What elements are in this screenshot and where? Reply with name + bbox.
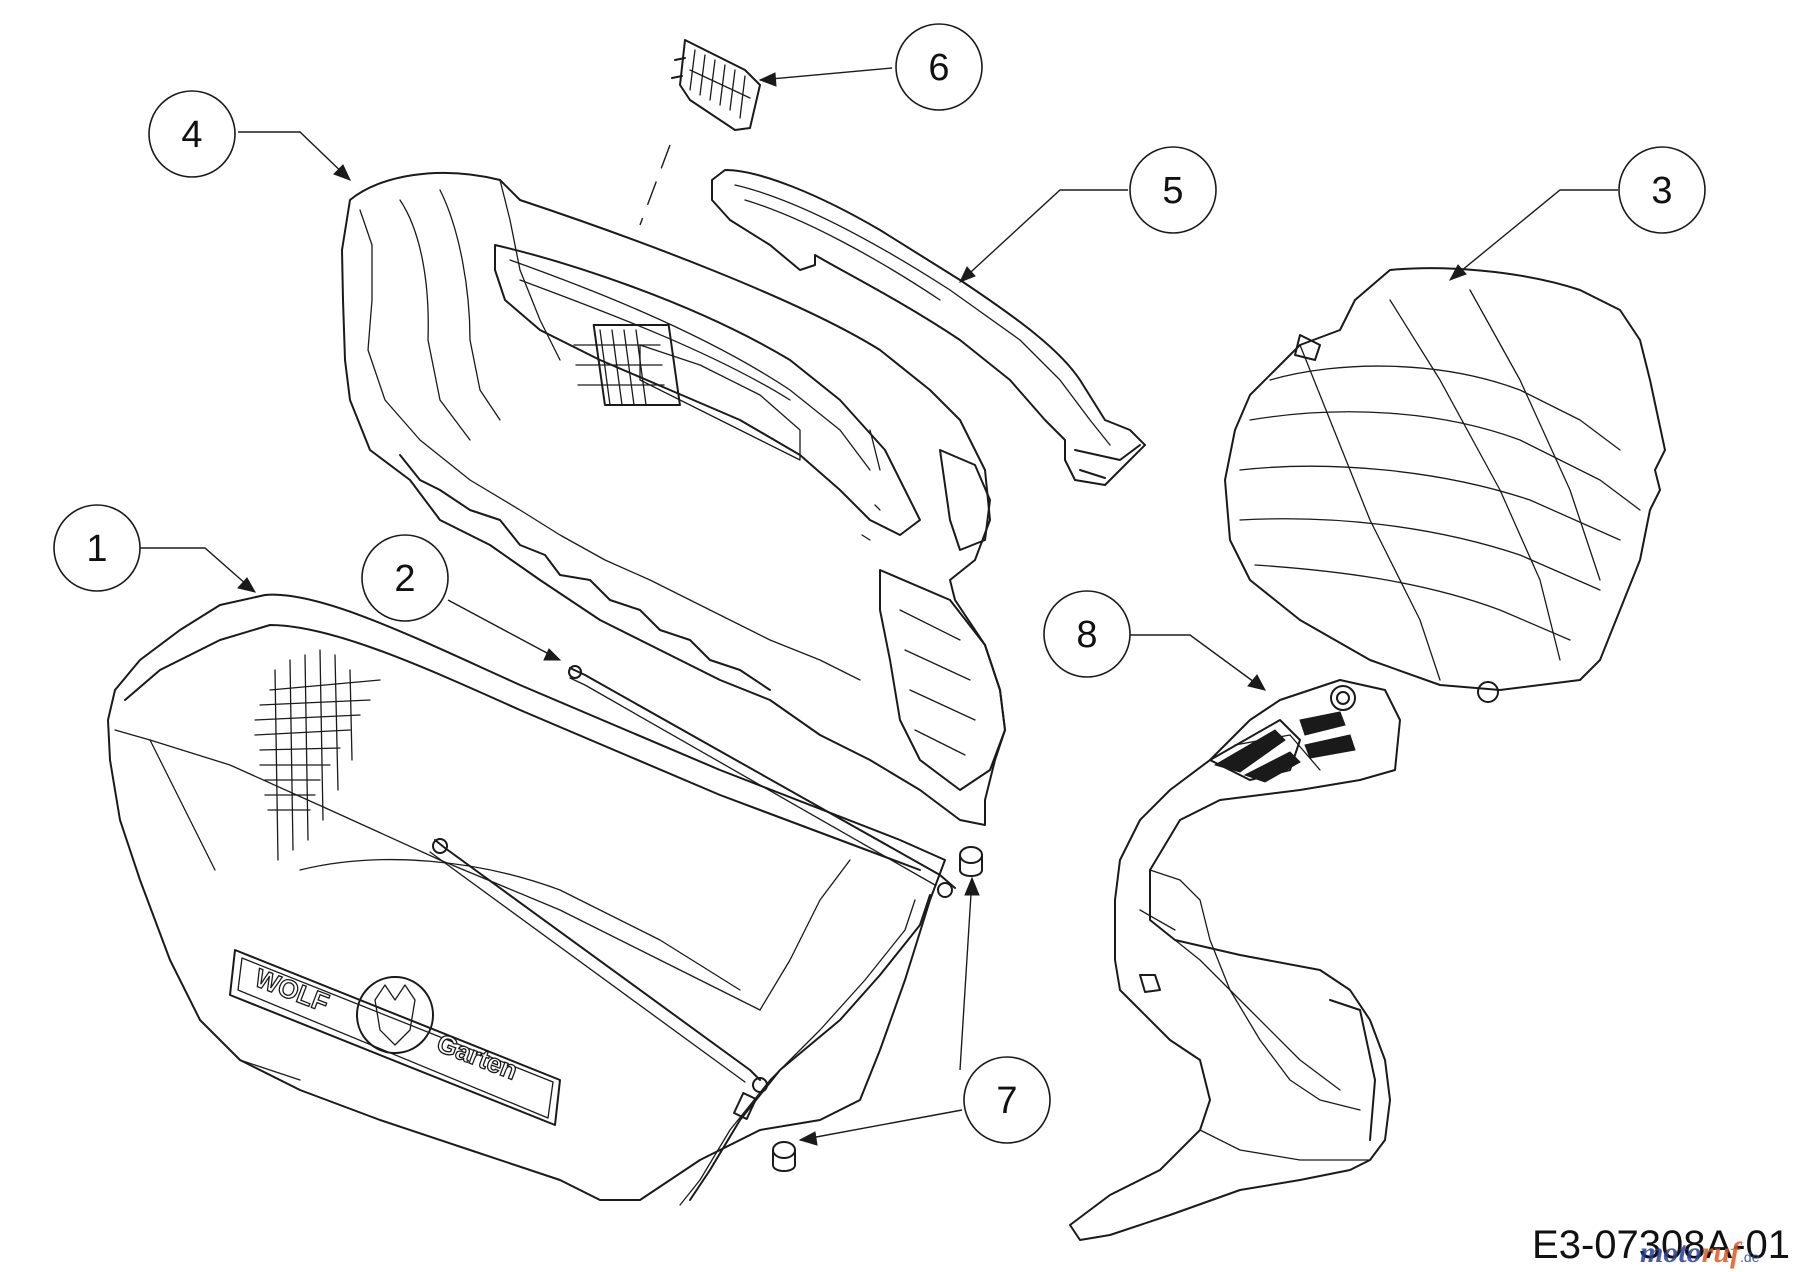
callout-label-4: 4: [181, 114, 202, 156]
part-8-deflector-chute: [1069, 679, 1401, 1241]
callout-label-2: 2: [394, 558, 415, 600]
callout-4: 4: [148, 90, 236, 178]
watermark-suffix: .de: [1740, 1249, 1760, 1265]
diagram-code: E3-07308A-01: [1532, 1223, 1790, 1267]
svg-text:motoruf.de: motoruf.de: [1640, 1236, 1760, 1269]
mesh-hatch: [254, 649, 381, 861]
dash-line-6: [639, 144, 671, 226]
part-3-rear-cover: [1224, 267, 1666, 703]
logo-word-wolf: WOLF: [251, 963, 333, 1018]
callout-3: 3: [1618, 146, 1706, 234]
callout-label-1: 1: [86, 528, 107, 570]
callout-1: 1: [53, 504, 141, 592]
vent-grid: [573, 324, 681, 406]
callout-label-5: 5: [1162, 170, 1183, 212]
callout-label-7: 7: [996, 1080, 1017, 1122]
leader-lines: [140, 67, 1618, 1146]
watermark-logo: motoruf.de: [1640, 1236, 1760, 1269]
bushing-lower: [772, 1141, 796, 1172]
part-1-catcher-bag: WOLF Garten: [107, 593, 946, 1201]
bushing-upper: [959, 846, 983, 877]
callout-8: 8: [1043, 590, 1131, 678]
watermark-part1: moto: [1640, 1236, 1702, 1269]
callout-label-8: 8: [1076, 614, 1097, 656]
callout-5: 5: [1129, 146, 1217, 234]
callout-label-3: 3: [1651, 170, 1672, 212]
callout-6: 6: [895, 23, 983, 111]
part-5-handle: [711, 169, 1146, 486]
logo-word-garten: Garten: [433, 1028, 522, 1086]
part-7-bushings: [772, 846, 983, 1172]
part-4-catcher-top-cover: [341, 171, 1006, 826]
watermark-part2: ruf: [1702, 1236, 1743, 1269]
callout-2: 2: [361, 534, 449, 622]
callout-7: 7: [963, 1056, 1051, 1144]
part-2-rod: [429, 665, 956, 1206]
part-6-clip-cover: [671, 39, 761, 131]
callout-label-6: 6: [928, 47, 949, 89]
wolf-garten-logo-plate: WOLF Garten: [229, 949, 561, 1126]
